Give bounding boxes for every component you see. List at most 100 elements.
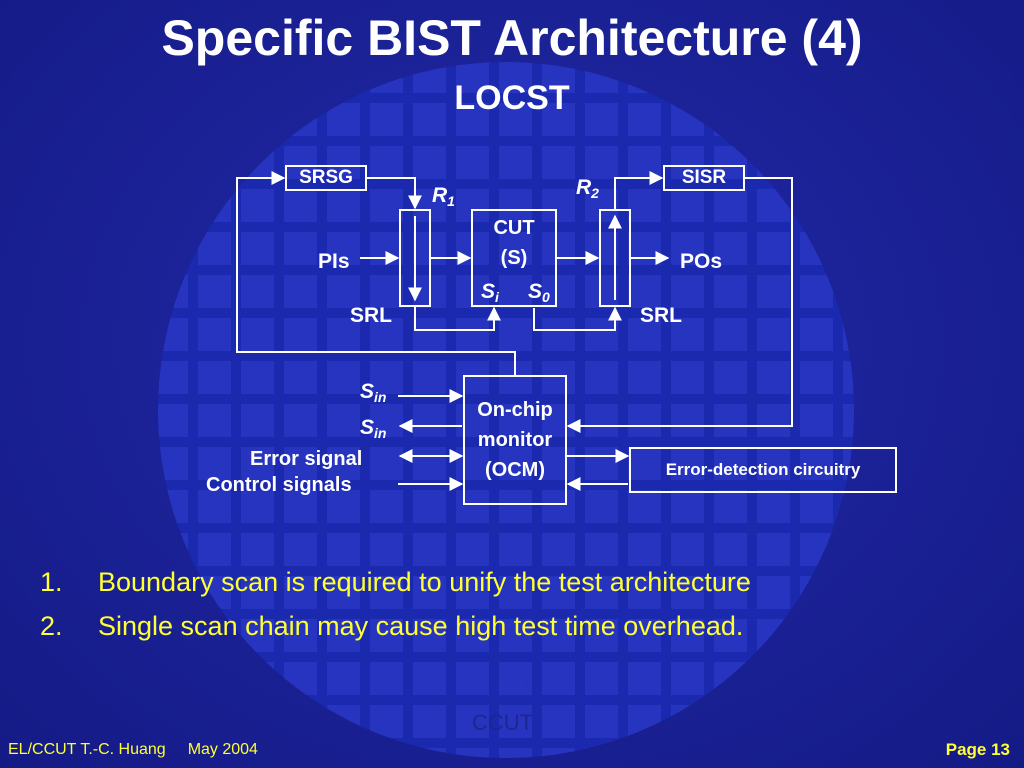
wafer-die xyxy=(241,447,274,480)
wafer-die xyxy=(628,662,661,695)
wafer-die xyxy=(327,361,360,394)
wafer-die xyxy=(370,103,403,136)
wafer-die xyxy=(158,361,188,394)
wafer-die xyxy=(585,404,618,437)
wafer-die xyxy=(800,404,833,437)
ocm-to-srsg-loop xyxy=(236,171,516,376)
wafer-die xyxy=(413,318,446,351)
wafer-die xyxy=(714,576,747,609)
sin-in-label: Sin xyxy=(360,380,387,405)
wafer-die xyxy=(542,662,575,695)
wafer-die xyxy=(714,619,747,652)
wafer-die xyxy=(456,533,489,566)
wafer-die xyxy=(671,662,704,695)
wafer-die xyxy=(370,275,403,308)
wafer-die xyxy=(757,232,790,265)
wafer-die xyxy=(241,404,274,437)
wafer-die xyxy=(284,146,317,179)
sisr-label: SISR xyxy=(681,167,727,188)
note-item: 1.Boundary scan is required to unify the… xyxy=(40,560,751,604)
wafer-die xyxy=(370,576,403,609)
wafer-die xyxy=(671,318,704,351)
wafer-die xyxy=(843,404,854,437)
wafer-die xyxy=(499,62,532,93)
ocm-line1: On-chip xyxy=(477,399,553,421)
wafer-die xyxy=(413,533,446,566)
wafer-die xyxy=(241,361,274,394)
wafer-die xyxy=(800,361,833,394)
wafer-die xyxy=(499,275,532,308)
wafer-die xyxy=(671,232,704,265)
wafer-die xyxy=(499,748,532,758)
srl-to-sisr-wire xyxy=(614,171,664,210)
error-detection-label: Error-detection circuitry xyxy=(665,460,861,479)
wafer-die xyxy=(671,576,704,609)
wafer-die xyxy=(585,533,618,566)
wafer-die xyxy=(542,748,575,758)
srl-right-label: SRL xyxy=(640,304,682,327)
slide-subtitle: LOCST xyxy=(454,79,570,117)
wafer-die xyxy=(284,447,317,480)
wafer-die xyxy=(413,576,446,609)
wafer-die xyxy=(628,103,661,136)
wafer-die xyxy=(370,490,403,523)
wafer-die xyxy=(585,705,618,738)
wafer-die xyxy=(413,490,446,523)
wafer-die xyxy=(499,404,532,437)
wafer-die xyxy=(241,318,274,351)
sin-out-label: Sin xyxy=(360,416,387,441)
wafer-die xyxy=(158,404,188,437)
wafer-die xyxy=(456,318,489,351)
srsg-label: SRSG xyxy=(299,167,353,188)
wafer-die xyxy=(241,576,274,609)
wafer-die xyxy=(542,576,575,609)
wafer-die xyxy=(499,189,532,222)
wafer-die xyxy=(327,189,360,222)
wafer-die xyxy=(456,103,489,136)
wafer-die xyxy=(542,146,575,179)
watermark-small: TCH xyxy=(498,680,523,694)
note-text: Boundary scan is required to unify the t… xyxy=(98,567,751,597)
wafer-die xyxy=(542,533,575,566)
wafer-die xyxy=(542,103,575,136)
wafer-die xyxy=(714,232,747,265)
wafer-die xyxy=(284,404,317,437)
wafer-die xyxy=(284,275,317,308)
wafer-die xyxy=(327,490,360,523)
watermark-large: CCUT xyxy=(472,710,534,735)
ocm-line3: (OCM) xyxy=(485,459,545,481)
wafer-die xyxy=(499,232,532,265)
cut-label: CUT xyxy=(493,217,535,239)
wafer-die xyxy=(671,189,704,222)
wafer-die xyxy=(671,447,704,480)
wafer-die xyxy=(499,576,532,609)
wafer-die xyxy=(542,705,575,738)
wafer-die xyxy=(413,361,446,394)
wafer-die xyxy=(628,361,661,394)
wafer-die xyxy=(327,103,360,136)
wafer-die xyxy=(757,576,790,609)
wafer-die xyxy=(241,490,274,523)
wafer-die xyxy=(413,103,446,136)
wafer-die xyxy=(370,619,403,652)
wafer-die xyxy=(542,232,575,265)
wafer-die xyxy=(499,146,532,179)
note-text: Single scan chain may cause high test ti… xyxy=(98,611,744,641)
control-signals-label: Control signals xyxy=(206,474,352,496)
wafer-die xyxy=(370,404,403,437)
wafer-die xyxy=(628,576,661,609)
wafer-die xyxy=(456,404,489,437)
wafer-die xyxy=(671,619,704,652)
wafer-die xyxy=(198,490,231,523)
wafer-die xyxy=(327,232,360,265)
wafer-die xyxy=(757,490,790,523)
pos-label: POs xyxy=(680,250,723,273)
wafer-die xyxy=(714,533,747,566)
wafer-die xyxy=(542,275,575,308)
wafer-die xyxy=(585,146,618,179)
wafer-die xyxy=(843,447,854,480)
wafer-die xyxy=(628,533,661,566)
note-item: 2.Single scan chain may cause high test … xyxy=(40,604,751,648)
